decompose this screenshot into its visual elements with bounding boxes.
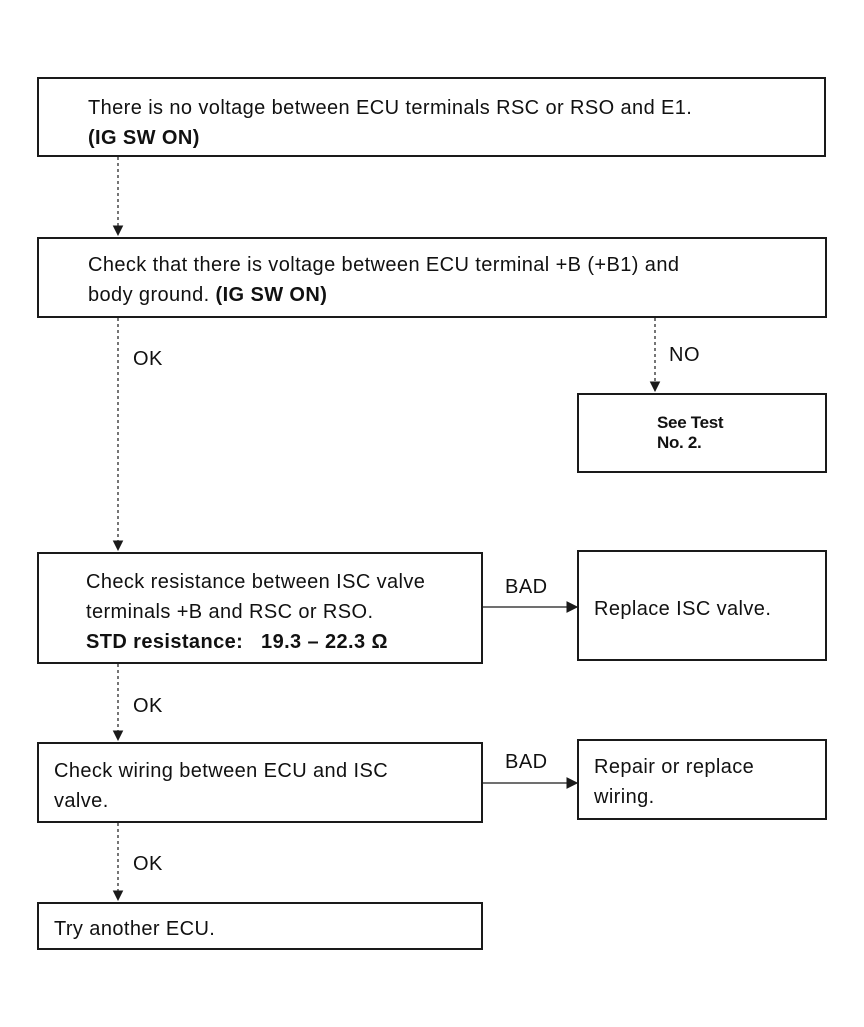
box-check-resistance-std: STD resistance: 19.3 – 22.3 Ω xyxy=(86,627,481,657)
box-another-ecu: Try another ECU. xyxy=(37,902,483,950)
box-check-resistance-line1: Check resistance between ISC valve xyxy=(86,571,426,593)
box-check-resistance-line2: terminals +B and RSC or RSO. xyxy=(86,601,374,623)
label-ok-3: OK xyxy=(133,853,163,875)
label-bad-1: BAD xyxy=(505,576,548,598)
label-bad-2: BAD xyxy=(505,751,548,773)
box-check-wiring-line1: Check wiring between ECU and ISC xyxy=(54,760,389,782)
box-check-resistance: Check resistance between ISC valve termi… xyxy=(37,552,483,664)
box-no-voltage: There is no voltage between ECU terminal… xyxy=(37,77,826,157)
box-no-voltage-condition: (IG SW ON) xyxy=(88,127,200,149)
box-replace-valve: Replace ISC valve. xyxy=(577,550,827,661)
box-repair-wiring-line1: Repair or replace xyxy=(594,756,755,778)
label-ok-2: OK xyxy=(133,695,163,717)
box-check-voltage-line1: Check that there is voltage between ECU … xyxy=(88,254,680,276)
std-resistance-value: 19.3 – 22.3 Ω xyxy=(261,631,388,653)
box-repair-wiring-line2: wiring. xyxy=(594,786,655,808)
box-replace-valve-text: Replace ISC valve. xyxy=(594,598,772,620)
box-check-wiring-line2: valve. xyxy=(54,790,109,812)
std-resistance-label: STD resistance: xyxy=(86,631,244,653)
box-check-wiring: Check wiring between ECU and ISC valve. xyxy=(37,742,483,823)
box-see-test: See Test No. 2. xyxy=(577,393,827,473)
box-check-voltage-line2-text: body ground. xyxy=(88,284,210,306)
box-no-voltage-text: There is no voltage between ECU terminal… xyxy=(88,97,693,119)
box-see-test-line1: See Test xyxy=(657,413,724,432)
label-ok-1: OK xyxy=(133,348,163,370)
box-check-voltage: Check that there is voltage between ECU … xyxy=(37,237,827,318)
box-another-ecu-text: Try another ECU. xyxy=(54,918,216,940)
box-check-voltage-condition: (IG SW ON) xyxy=(215,284,328,306)
box-check-voltage-line2: body ground. (IG SW ON) xyxy=(88,280,825,310)
box-repair-wiring: Repair or replace wiring. xyxy=(577,739,827,820)
box-see-test-line2: No. 2. xyxy=(657,433,702,452)
label-no: NO xyxy=(669,344,700,366)
